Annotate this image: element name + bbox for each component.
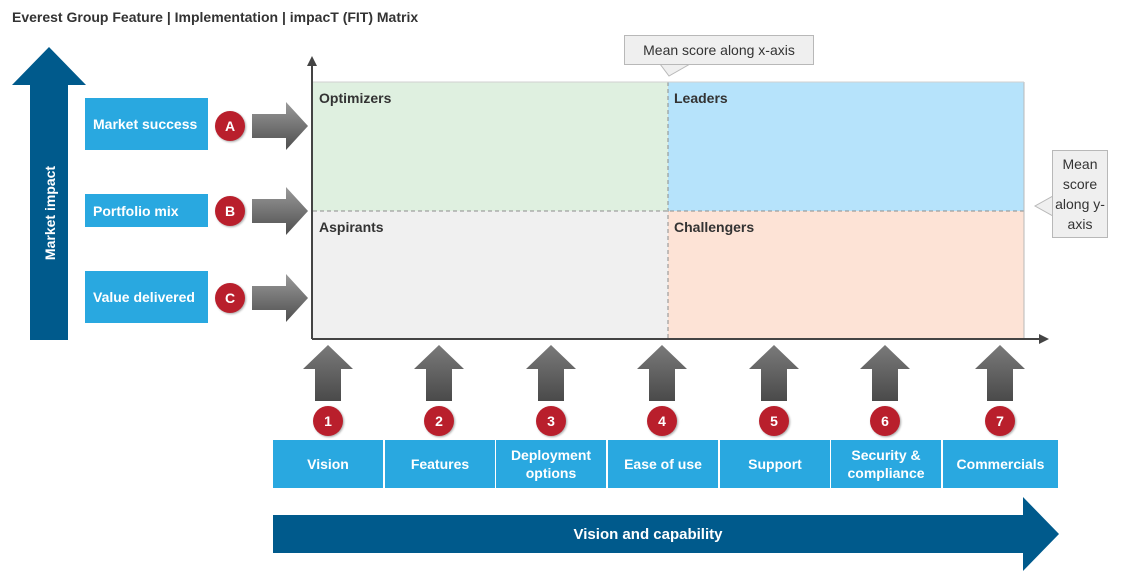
arrow-right-icon — [252, 274, 308, 322]
arrow-up-icon — [414, 345, 464, 401]
up-arrows — [303, 345, 1025, 401]
arrow-up-icon — [975, 345, 1025, 401]
badge-5: 5 — [759, 406, 789, 436]
dimension-portfolio-mix: Portfolio mix — [85, 194, 208, 227]
capability-vision: Vision — [273, 440, 383, 488]
capability-commercials: Commercials — [943, 440, 1058, 488]
badge-3: 3 — [536, 406, 566, 436]
arrow-right-icon — [252, 187, 308, 235]
badge-1: 1 — [313, 406, 343, 436]
quadrant-challengers: Challengers — [668, 211, 1024, 339]
arrow-right-icon — [252, 102, 308, 150]
badge-b: B — [215, 196, 245, 226]
mean-y-callout: Mean score along y-axis — [1052, 150, 1108, 238]
dimension-value-delivered: Value delivered — [85, 271, 208, 323]
badge-6: 6 — [870, 406, 900, 436]
quadrant-optimizers: Optimizers — [313, 82, 668, 211]
capability-support: Support — [720, 440, 830, 488]
capability-security-compliance: Security & compliance — [831, 440, 941, 488]
mean-x-callout: Mean score along x-axis — [624, 35, 814, 65]
capability-ease-of-use: Ease of use — [608, 440, 718, 488]
badge-a: A — [215, 111, 245, 141]
badge-2: 2 — [424, 406, 454, 436]
capability-features: Features — [385, 440, 495, 488]
arrow-up-icon — [637, 345, 687, 401]
capability-deployment-options: Deployment options — [496, 440, 606, 488]
page-title: Everest Group Feature | Implementation |… — [12, 9, 419, 25]
vision-capability-axis-arrow — [273, 497, 1059, 571]
quadrant-aspirants: Aspirants — [313, 211, 668, 339]
quadrant-leaders: Leaders — [668, 82, 1024, 211]
badge-c: C — [215, 283, 245, 313]
vision-capability-axis-label: Vision and capability — [573, 525, 723, 543]
arrow-up-icon — [303, 345, 353, 401]
badge-4: 4 — [647, 406, 677, 436]
arrow-up-icon — [749, 345, 799, 401]
arrow-up-icon — [860, 345, 910, 401]
dimension-market-success: Market success — [85, 98, 208, 150]
arrow-up-icon — [526, 345, 576, 401]
badge-7: 7 — [985, 406, 1015, 436]
market-impact-axis-arrow — [12, 47, 86, 340]
